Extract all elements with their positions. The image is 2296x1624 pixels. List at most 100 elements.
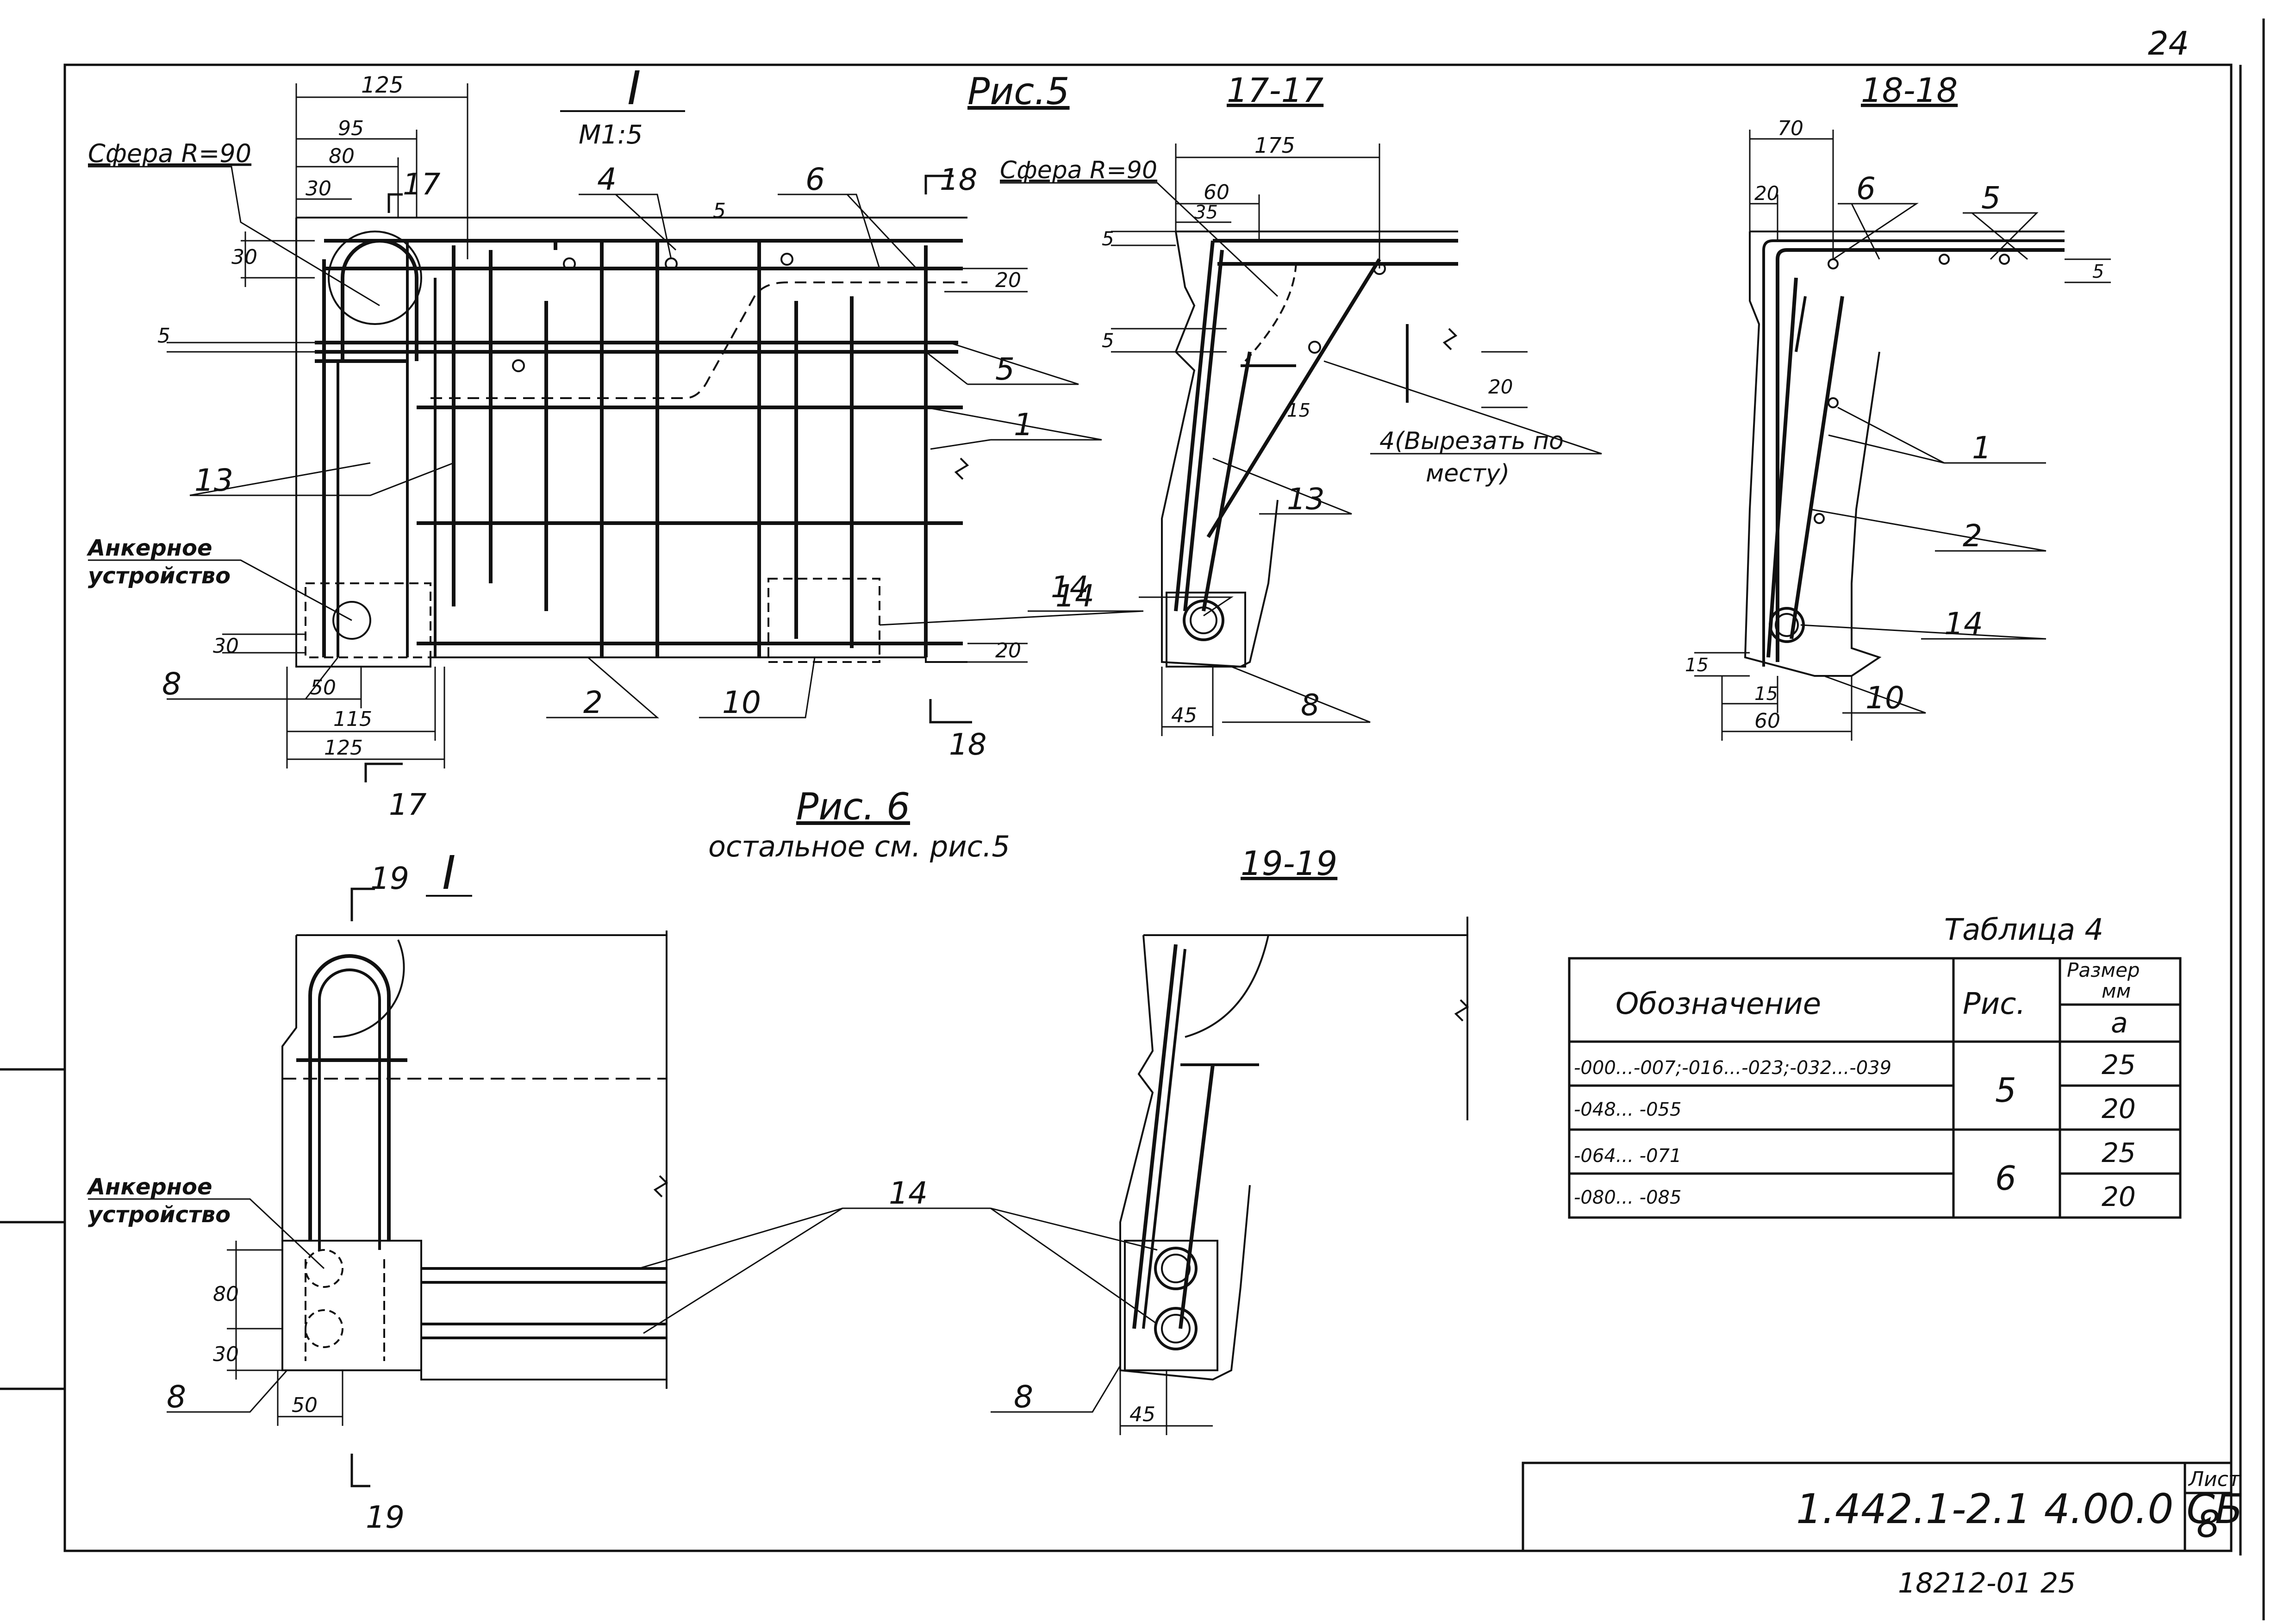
fig5-dim-80: 80 [329, 144, 355, 168]
fig5-dim-30-bottom: 30 [213, 634, 239, 658]
sec17-dim-45: 45 [1171, 704, 1197, 727]
sec19-callout-8: 8 [1014, 1379, 1033, 1415]
fig5-cut-18-bottom: 18 [949, 728, 986, 762]
fig5-callout-13: 13 [194, 462, 233, 498]
fig6-dim-50: 50 [292, 1393, 318, 1417]
drawing-code: 1.442.1-2.1 4.00.0 СБ [1796, 1485, 2243, 1533]
fig5-cut-17-bottom: 17 [389, 788, 427, 822]
fig5-dimensions [167, 83, 1028, 768]
fig5-callout-2: 2 [583, 685, 603, 720]
sec17-callout-4: 4(Вырезать по [1379, 427, 1564, 455]
fig5-callout-14: 14 [1055, 578, 1094, 614]
sec18-dim-15-bottom: 15 [1754, 683, 1778, 705]
fig5-anchor-label-2: устройство [88, 563, 231, 589]
sec17-dim-15: 15 [1287, 400, 1310, 421]
fig5-scale: М1:5 [579, 120, 643, 150]
sec17-dim-175: 175 [1254, 133, 1295, 158]
sec18-dim-70: 70 [1778, 117, 1803, 140]
sec18-dim-15-left: 15 [1685, 655, 1709, 676]
fig5-callout-10: 10 [722, 685, 761, 720]
table4-figure-6: 6 [1995, 1159, 2016, 1198]
sec19-dimensions [1119, 1370, 1213, 1435]
fig5-dim-5: 5 [157, 324, 170, 348]
fig5-dim-5-top: 5 [713, 199, 726, 223]
fig6-anchor-leader [88, 1198, 325, 1269]
table4-grid [1568, 957, 2182, 1219]
sec17-sphere-label: Сфера R=90 [1000, 156, 1157, 184]
fig5-callout-leaders [167, 194, 1144, 718]
sec18-dim-20: 20 [1754, 182, 1779, 205]
sec18-dimensions [1694, 130, 2111, 741]
sheet-corner-number: 24 [2148, 25, 2189, 62]
fig6-view-mark: I [442, 846, 456, 900]
sec18-title: 18-18 [1861, 71, 1958, 110]
fig5-break-mark [954, 457, 969, 480]
fig6-subcaption: остальное см. рис.5 [708, 830, 1010, 863]
sec17-callout-leaders [1139, 360, 1602, 723]
sec17-callout-13: 13 [1287, 482, 1324, 517]
fig5-dim-125-top: 125 [361, 72, 404, 98]
fig5-dim-20-bottom: 20 [995, 639, 1021, 662]
table4-figure-5: 5 [1995, 1071, 2016, 1110]
sec17-dim-20: 20 [1488, 375, 1513, 398]
table4-row4-designation: -080... -085 [1574, 1187, 1681, 1208]
fig5-sphere-label: Сфера R=90 [88, 139, 251, 168]
sec18-callout-2: 2 [1963, 518, 1982, 554]
table4-header-unit: мм [2102, 980, 2131, 1002]
sec19-break-mark [1454, 999, 1469, 1022]
sec19-view [1119, 917, 1468, 1381]
fig5-dim-30-top: 30 [306, 177, 331, 200]
sec17-break-mark [1442, 328, 1458, 350]
fig5-sphere-leader [88, 166, 380, 306]
fig5-dim-125-bottom: 125 [324, 736, 363, 760]
sec18-callout-leaders [1800, 203, 2046, 714]
table4-row3-a: 25 [2102, 1137, 2136, 1168]
sec17-title: 17-17 [1227, 71, 1323, 110]
sec17-dimensions [1111, 144, 1528, 736]
table4-row2-a: 20 [2102, 1093, 2136, 1124]
table4-header-figure: Рис. [1963, 987, 2026, 1021]
fig5-cut-marks [364, 175, 972, 782]
fig5-dim-30-side: 30 [231, 245, 257, 269]
sec17-sphere-leader [1000, 182, 1279, 297]
archive-number: 18212-01 25 [1898, 1567, 2076, 1599]
fig5-callout-6: 6 [805, 162, 825, 197]
fig5-cut-18-top: 18 [940, 163, 977, 197]
sec18-callout-6: 6 [1856, 171, 1876, 206]
table4-row3-designation: -064... -071 [1574, 1145, 1681, 1167]
sheet-label: Лист [2188, 1468, 2241, 1491]
fig6-break-mark [653, 1175, 668, 1198]
table4-header-size: Размер [2067, 959, 2140, 981]
table4-row2-designation: -048... -055 [1574, 1099, 1681, 1120]
sec19-dim-45: 45 [1129, 1403, 1155, 1426]
fig5-anchor-label-1: Анкерное [86, 535, 212, 561]
fig5-dim-20-top: 20 [995, 269, 1021, 292]
sec18-view [1744, 231, 2065, 677]
title-block [1522, 1462, 2233, 1552]
table4-row4-a: 20 [2102, 1181, 2136, 1212]
fig5-callout-8: 8 [162, 666, 181, 702]
fig5-dim-115: 115 [333, 707, 372, 731]
fig6-cut-marks [350, 887, 375, 1487]
fig6-dim-80: 80 [213, 1282, 239, 1306]
fig5-caption: Рис.5 [967, 70, 1070, 113]
fig6-callout-14: 14 [889, 1175, 928, 1211]
sec17-callout-4b: месту) [1426, 460, 1510, 487]
sec18-callout-14: 14 [1944, 606, 1983, 642]
sec17-dim-5-top: 5 [1102, 227, 1114, 250]
fig5-anchor-leader [88, 559, 352, 621]
fig6-dim-30: 30 [213, 1343, 239, 1366]
sec17-dim-60: 60 [1204, 181, 1229, 204]
sec19-title: 19-19 [1241, 844, 1337, 883]
sec19-callout-8-leader [991, 1365, 1121, 1413]
table4-row1-designation: -000...-007;-016...-023;-032...-039 [1574, 1057, 1891, 1079]
table4-row1-a: 25 [2102, 1049, 2136, 1081]
fig5-callout-4: 4 [597, 162, 617, 197]
fig5-callout-5: 5 [995, 351, 1015, 387]
sec17-dim-35: 35 [1194, 202, 1218, 223]
fig6-caption: Рис. 6 [796, 785, 910, 828]
table4-header-designation: Обозначение [1616, 987, 1821, 1021]
fig6-dimensions [227, 1241, 343, 1426]
sheet-number: 8 [2196, 1503, 2220, 1546]
